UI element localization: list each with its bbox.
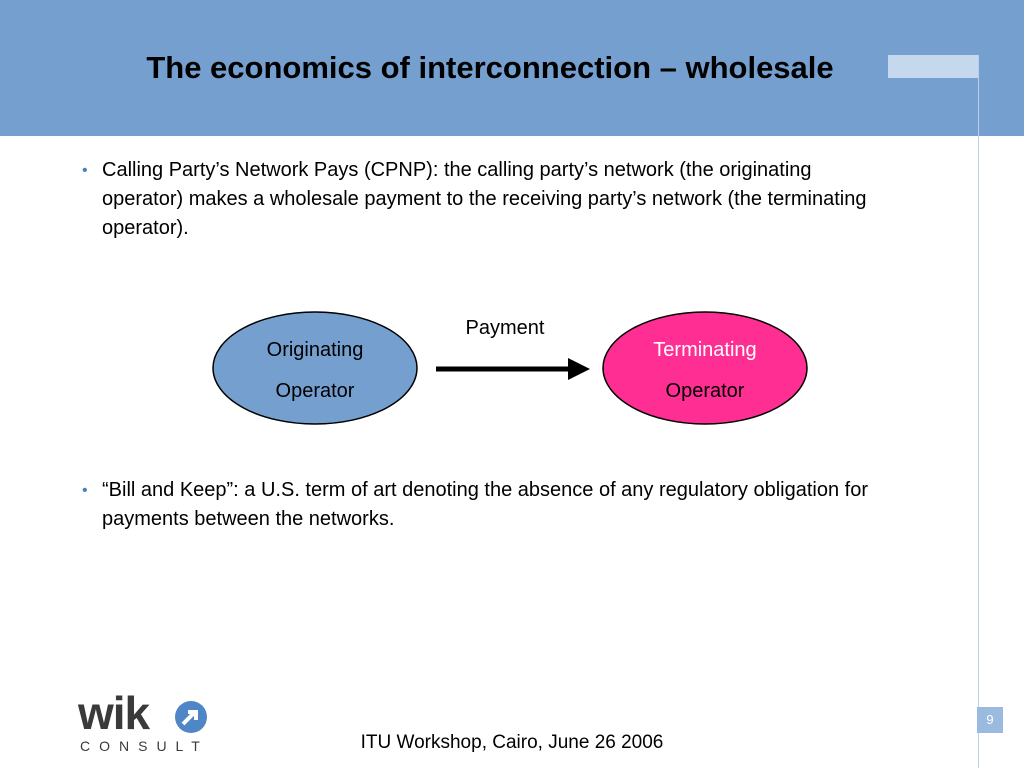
terminating-label-line1: Terminating <box>653 339 756 361</box>
bullet-cpnp: • Calling Party’s Network Pays (CPNP): t… <box>82 156 872 243</box>
right-divider-line <box>978 55 979 768</box>
bullet-text: “Bill and Keep”: a U.S. term of art deno… <box>102 479 868 530</box>
payment-diagram: Payment Originating Operator Terminating… <box>212 311 808 425</box>
bullet-marker: • <box>82 482 88 499</box>
payment-arrow-head <box>568 358 590 380</box>
page-number-badge: 9 <box>977 707 1003 733</box>
header-accent-bar <box>888 55 978 78</box>
bullet-marker: • <box>82 162 88 179</box>
bullet-bill-and-keep: • “Bill and Keep”: a U.S. term of art de… <box>82 476 872 534</box>
terminating-label-line2: Operator <box>666 380 745 402</box>
wik-consult-logo: wik CONSULT <box>78 690 218 760</box>
logo-wordmark: wik <box>78 687 150 739</box>
header-band <box>0 0 1024 136</box>
originating-operator-ellipse <box>212 311 418 425</box>
bullet-text: Calling Party’s Network Pays (CPNP): the… <box>102 159 867 239</box>
arrow-circle-icon <box>175 701 207 733</box>
originating-label-line1: Originating <box>267 339 364 361</box>
payment-label: Payment <box>466 317 545 339</box>
logo-subtitle: CONSULT <box>80 738 209 754</box>
footer-text: ITU Workshop, Cairo, June 26 2006 <box>360 732 664 753</box>
terminating-operator-ellipse <box>602 311 808 425</box>
slide-title: The economics of interconnection – whole… <box>146 50 834 85</box>
originating-label-line2: Operator <box>276 380 355 402</box>
